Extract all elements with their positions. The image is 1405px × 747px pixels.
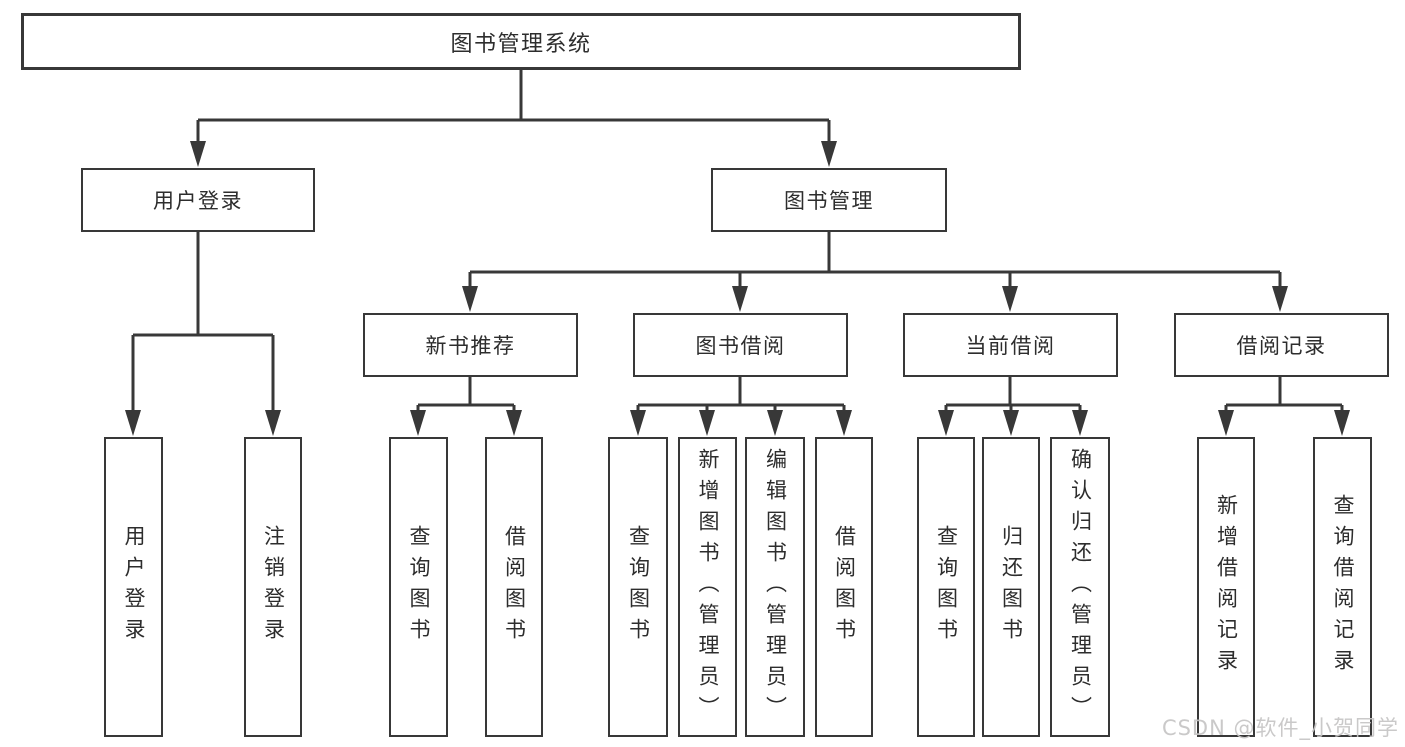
- leaf-user-login: 用户登录: [104, 437, 163, 737]
- leaf-query-books-3: 查询图书: [917, 437, 975, 737]
- leaf-confirm-return-admin: 确认归还（管理员）: [1050, 437, 1110, 737]
- leaf-edit-books-admin: 编辑图书（管理员）: [745, 437, 805, 737]
- node-new-book-recommend: 新书推荐: [363, 313, 578, 377]
- node-label: 查询图书: [934, 525, 959, 649]
- node-label: 注销登录: [261, 525, 286, 649]
- node-borrow-records: 借阅记录: [1174, 313, 1389, 377]
- node-label: 用户登录: [153, 189, 243, 213]
- node-user-login: 用户登录: [81, 168, 315, 232]
- node-label: 新书推荐: [425, 334, 516, 358]
- node-label: 查询图书: [626, 525, 651, 649]
- leaf-logout: 注销登录: [244, 437, 302, 737]
- node-label: 借阅图书: [502, 525, 527, 649]
- leaf-add-borrow-record: 新增借阅记录: [1197, 437, 1255, 737]
- node-label: 查询图书: [407, 525, 431, 649]
- node-label: 图书管理: [784, 189, 874, 213]
- node-label: 借阅记录: [1236, 334, 1327, 358]
- node-book-borrow: 图书借阅: [633, 313, 848, 377]
- node-label: 当前借阅: [965, 334, 1056, 358]
- node-label: 新增借阅记录: [1214, 494, 1239, 680]
- node-label: 确认归还（管理员）: [1068, 447, 1093, 727]
- node-book-management: 图书管理: [711, 168, 947, 232]
- node-label: 查询借阅记录: [1331, 494, 1355, 680]
- node-label: 借阅图书: [832, 525, 857, 649]
- node-root-system: 图书管理系统: [21, 13, 1021, 70]
- leaf-return-books: 归还图书: [982, 437, 1040, 737]
- leaf-add-books-admin: 新增图书（管理员）: [678, 437, 737, 737]
- node-label: 图书借阅: [695, 334, 786, 358]
- node-label: 编辑图书（管理员）: [763, 447, 788, 727]
- leaf-query-borrow-record: 查询借阅记录: [1313, 437, 1372, 737]
- node-label: 归还图书: [999, 525, 1024, 649]
- leaf-query-books-2: 查询图书: [608, 437, 668, 737]
- node-label: 用户登录: [122, 525, 146, 649]
- node-current-borrow: 当前借阅: [903, 313, 1118, 377]
- node-label: 新增图书（管理员）: [696, 447, 720, 727]
- leaf-borrow-books-2: 借阅图书: [815, 437, 873, 737]
- csdn-watermark: CSDN @软件_小贺同学: [1161, 716, 1399, 740]
- leaf-query-books-1: 查询图书: [389, 437, 448, 737]
- node-label: 图书管理系统: [450, 31, 592, 57]
- leaf-borrow-books-1: 借阅图书: [485, 437, 543, 737]
